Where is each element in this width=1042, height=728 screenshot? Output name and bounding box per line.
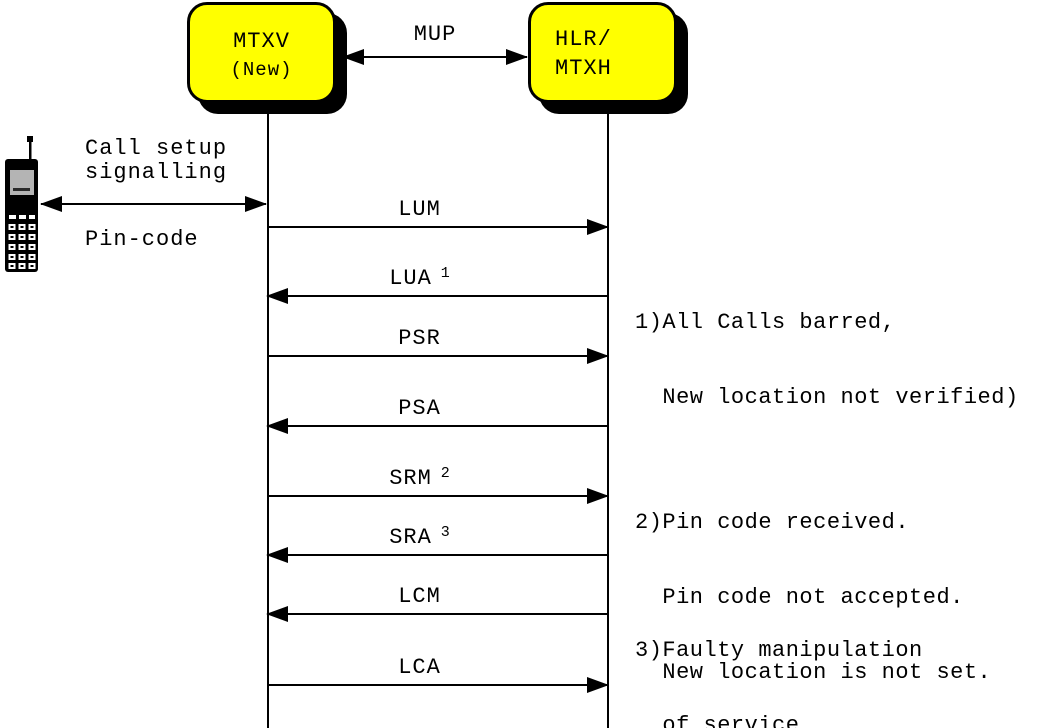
actor-box-hlr: HLR/ MTXH [528, 2, 677, 103]
lifeline-hlr [607, 103, 609, 728]
arrowhead-right-icon [506, 49, 528, 65]
note-line: of service [635, 713, 800, 728]
mup-link-arrow: MUP [342, 22, 528, 65]
message-arrow-lca: LCA [267, 655, 609, 693]
actor-mtxv-name: MTXV [233, 29, 290, 54]
arrowhead-right-icon [587, 488, 609, 504]
arrowhead-right-icon [587, 348, 609, 364]
note-3: 3)Faulty manipulation of service [635, 588, 923, 728]
note-1: 1)All Calls barred, New location not ver… [635, 260, 1019, 460]
note-line: 3)Faulty manipulation [635, 638, 923, 663]
actor-box-mtxv: MTXV (New) [187, 2, 336, 103]
note-line: 2)Pin code received. [635, 510, 910, 535]
arrowhead-left-icon [266, 547, 288, 563]
mup-label: MUP [413, 22, 457, 47]
arrowhead-right-icon [587, 219, 609, 235]
arrowhead-right-icon [245, 196, 267, 212]
note-2: 2)Pin code received. Pin code not accept… [635, 460, 991, 728]
call-setup-arrow [40, 196, 267, 212]
lifeline-mtxv [267, 103, 269, 728]
message-label: LUM [398, 197, 441, 222]
arrowhead-left-icon [266, 418, 288, 434]
actor-hlr-name-line1: HLR/ [555, 27, 612, 52]
arrowhead-left-icon [342, 49, 364, 65]
call-setup-label: Call setup signalling [85, 136, 228, 185]
message-label: LCA [398, 655, 441, 680]
arrowhead-left-icon [266, 606, 288, 622]
actor-hlr-name-line2: MTXH [555, 56, 612, 81]
message-arrow-psr: PSR [267, 326, 609, 364]
note-line: Pin code not accepted. [635, 585, 964, 610]
note-line: New location not verified) [635, 385, 1019, 410]
note-line: New location is not set. [635, 660, 992, 685]
message-arrow-lum: LUM [267, 197, 609, 235]
message-arrow-lcm: LCM [266, 584, 608, 622]
note-line: 1)All Calls barred, [635, 310, 896, 335]
arrowhead-right-icon [587, 677, 609, 693]
message-label: LCM [398, 584, 441, 609]
actor-mtxv-subtitle: (New) [230, 59, 293, 81]
message-label: PSA [398, 396, 441, 421]
arrowhead-left-icon [266, 288, 288, 304]
pin-code-label: Pin-code [85, 227, 199, 252]
arrowhead-left-icon [40, 196, 62, 212]
message-arrow-psa: PSA [266, 396, 608, 434]
message-label: PSR [398, 326, 441, 351]
mobile-phone-icon [5, 136, 38, 272]
